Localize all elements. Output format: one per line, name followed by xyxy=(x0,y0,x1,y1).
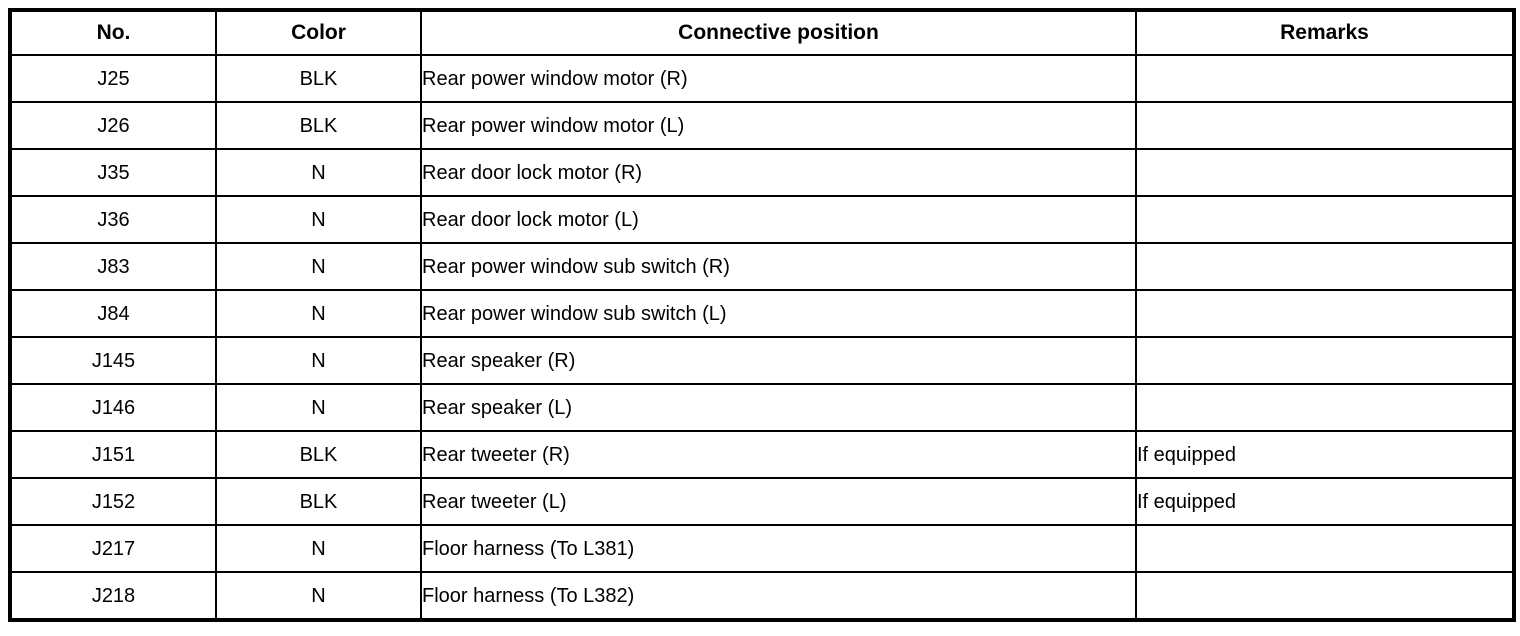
cell-remarks xyxy=(1135,524,1515,573)
cell-no: J145 xyxy=(9,336,217,385)
cell-color: BLK xyxy=(215,430,422,479)
cell-position: Rear power window motor (L) xyxy=(420,101,1137,150)
cell-position: Floor harness (To L381) xyxy=(420,524,1137,573)
table-row: J36 N Rear door lock motor (L) xyxy=(9,195,1515,244)
cell-remarks xyxy=(1135,195,1515,244)
connector-table: No. Color Connective position Remarks J2… xyxy=(8,8,1516,622)
cell-remarks xyxy=(1135,54,1515,103)
cell-remarks xyxy=(1135,289,1515,338)
cell-position: Rear power window sub switch (L) xyxy=(420,289,1137,338)
table-row: J83 N Rear power window sub switch (R) xyxy=(9,242,1515,291)
cell-no: J25 xyxy=(9,54,217,103)
cell-remarks xyxy=(1135,148,1515,197)
table-row: J152 BLK Rear tweeter (L) If equipped xyxy=(9,477,1515,526)
cell-no: J84 xyxy=(9,289,217,338)
cell-color: BLK xyxy=(215,101,422,150)
cell-position: Rear tweeter (R) xyxy=(420,430,1137,479)
table-row: J218 N Floor harness (To L382) xyxy=(9,571,1515,621)
cell-color: N xyxy=(215,289,422,338)
cell-remarks xyxy=(1135,383,1515,432)
cell-position: Rear tweeter (L) xyxy=(420,477,1137,526)
table-row: J25 BLK Rear power window motor (R) xyxy=(9,54,1515,103)
table-row: J151 BLK Rear tweeter (R) If equipped xyxy=(9,430,1515,479)
cell-position: Rear door lock motor (R) xyxy=(420,148,1137,197)
cell-color: N xyxy=(215,383,422,432)
table-row: J26 BLK Rear power window motor (L) xyxy=(9,101,1515,150)
table-body: J25 BLK Rear power window motor (R) J26 … xyxy=(9,54,1515,621)
cell-no: J83 xyxy=(9,242,217,291)
cell-color: BLK xyxy=(215,477,422,526)
cell-no: J146 xyxy=(9,383,217,432)
cell-color: N xyxy=(215,195,422,244)
column-header-position: Connective position xyxy=(420,9,1137,56)
cell-color: N xyxy=(215,242,422,291)
cell-remarks xyxy=(1135,242,1515,291)
cell-no: J217 xyxy=(9,524,217,573)
cell-position: Rear speaker (L) xyxy=(420,383,1137,432)
cell-remarks: If equipped xyxy=(1135,430,1515,479)
cell-position: Floor harness (To L382) xyxy=(420,571,1137,621)
table-row: J35 N Rear door lock motor (R) xyxy=(9,148,1515,197)
cell-color: N xyxy=(215,571,422,621)
cell-remarks: If equipped xyxy=(1135,477,1515,526)
column-header-color: Color xyxy=(215,9,422,56)
cell-no: J36 xyxy=(9,195,217,244)
cell-position: Rear speaker (R) xyxy=(420,336,1137,385)
cell-no: J26 xyxy=(9,101,217,150)
cell-remarks xyxy=(1135,101,1515,150)
table-row: J217 N Floor harness (To L381) xyxy=(9,524,1515,573)
cell-no: J152 xyxy=(9,477,217,526)
cell-no: J218 xyxy=(9,571,217,621)
cell-color: N xyxy=(215,148,422,197)
table-row: J146 N Rear speaker (L) xyxy=(9,383,1515,432)
cell-no: J151 xyxy=(9,430,217,479)
table-row: J145 N Rear speaker (R) xyxy=(9,336,1515,385)
cell-position: Rear power window sub switch (R) xyxy=(420,242,1137,291)
cell-color: N xyxy=(215,524,422,573)
cell-position: Rear door lock motor (L) xyxy=(420,195,1137,244)
table-header: No. Color Connective position Remarks xyxy=(9,9,1515,56)
cell-remarks xyxy=(1135,336,1515,385)
column-header-remarks: Remarks xyxy=(1135,9,1515,56)
cell-remarks xyxy=(1135,571,1515,621)
cell-position: Rear power window motor (R) xyxy=(420,54,1137,103)
cell-color: N xyxy=(215,336,422,385)
cell-color: BLK xyxy=(215,54,422,103)
header-row: No. Color Connective position Remarks xyxy=(9,9,1515,56)
cell-no: J35 xyxy=(9,148,217,197)
column-header-no: No. xyxy=(9,9,217,56)
table-row: J84 N Rear power window sub switch (L) xyxy=(9,289,1515,338)
